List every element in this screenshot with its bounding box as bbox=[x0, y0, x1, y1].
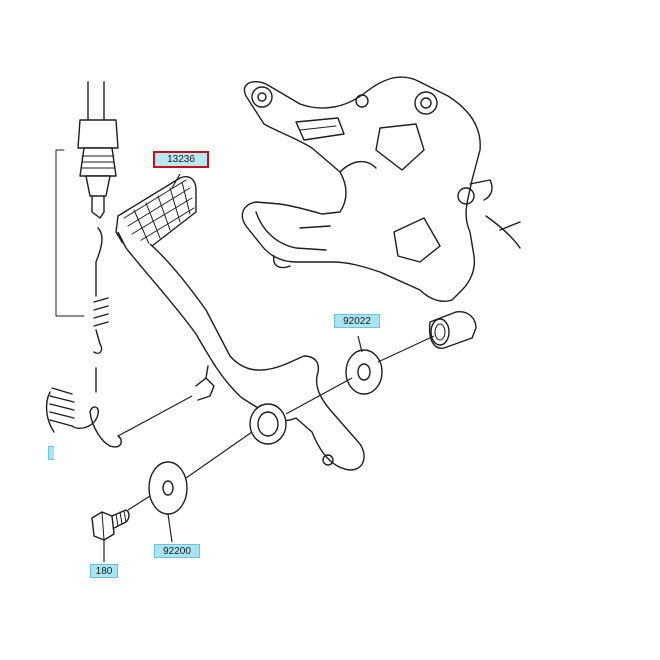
brake-light-switch-drawing bbox=[77, 81, 119, 219]
washer-92200-drawing bbox=[148, 461, 188, 515]
brake-pedal-drawing bbox=[115, 176, 365, 471]
washer-92022-drawing bbox=[345, 349, 383, 395]
return-spring-drawing bbox=[45, 387, 122, 448]
leader-lines bbox=[103, 173, 435, 562]
part-label-pivot-washer[interactable]: 92200 bbox=[154, 544, 200, 558]
part-label-brake-pedal[interactable]: 13236 bbox=[153, 151, 209, 168]
group-bracket-line bbox=[55, 149, 85, 317]
bolt-180-drawing bbox=[91, 509, 130, 541]
bracket-pivot-boss bbox=[428, 311, 477, 349]
footrest-bracket bbox=[241, 76, 521, 302]
part-label-pivot-bolt[interactable]: 180 bbox=[90, 564, 118, 578]
part-label-bushing-washer[interactable]: 92022 bbox=[334, 314, 380, 328]
switch-spring-drawing bbox=[93, 227, 109, 393]
part-label-offscreen[interactable] bbox=[48, 446, 54, 460]
